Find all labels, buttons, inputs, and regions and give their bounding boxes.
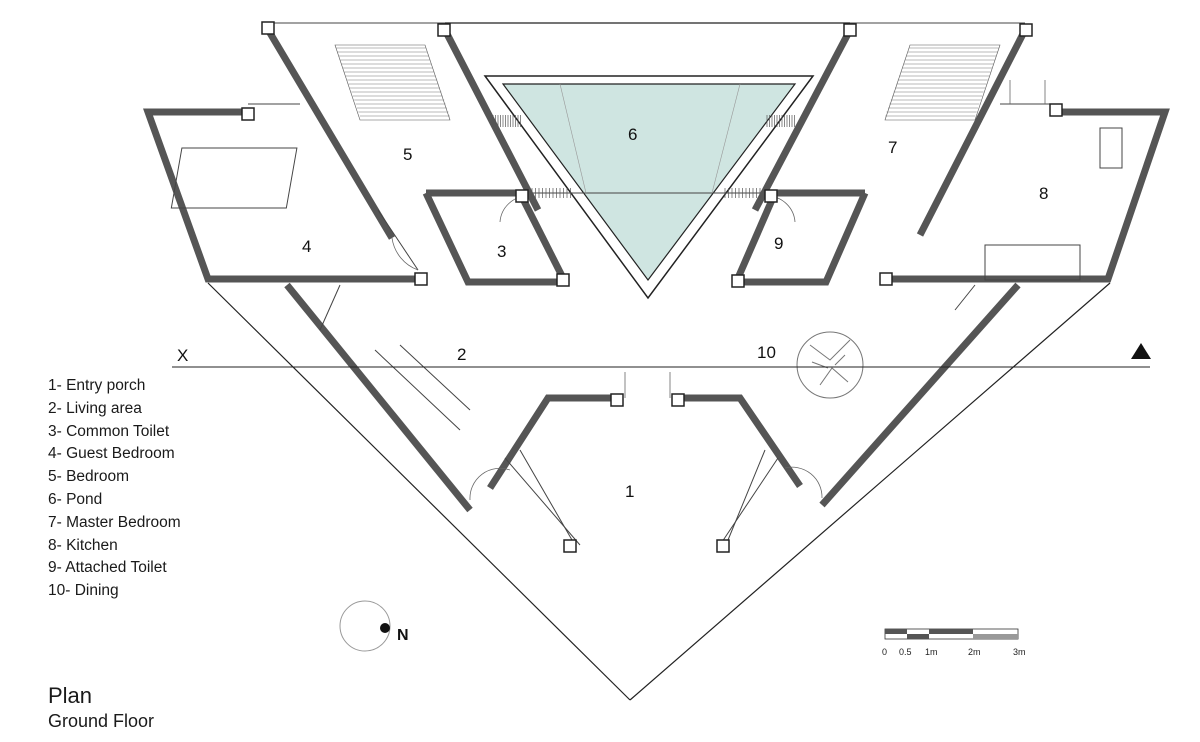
legend-item: 6- Pond [48, 490, 103, 508]
column [764, 189, 778, 203]
column [1019, 23, 1033, 37]
room-number-3: 3 [497, 242, 506, 261]
columns [241, 21, 1063, 553]
legend-item: 2- Living area [48, 399, 142, 417]
column [563, 539, 577, 553]
legend-item: 9- Attached Toilet [48, 559, 167, 577]
site-outline [207, 22, 1111, 701]
column [1049, 103, 1063, 117]
tree-symbol [796, 331, 864, 399]
legend-item: 1- Entry porch [48, 377, 146, 394]
column [731, 274, 745, 288]
room-number-8: 8 [1039, 184, 1048, 203]
section-marker-label: X [177, 346, 188, 365]
legend-item: 8- Kitchen [48, 536, 118, 554]
section-line: X [172, 343, 1151, 368]
room-number-9: 9 [774, 234, 783, 253]
scale-label-2m: 2m [968, 647, 981, 657]
room-number-7: 7 [888, 138, 897, 157]
compass-label: N [397, 627, 409, 644]
column [716, 539, 730, 553]
drawing-title-block: Plan Ground Floor [48, 683, 154, 733]
section-arrow-icon [1131, 343, 1151, 359]
column [414, 272, 428, 286]
scale-label-0: 0 [882, 647, 887, 657]
legend-item: 5- Bedroom [48, 468, 129, 486]
room-number-10: 10 [757, 343, 776, 362]
walls [143, 28, 1170, 513]
room-number-4: 4 [302, 237, 311, 256]
column [515, 189, 529, 203]
scale-bar: 0 0.5 1m 2m 3m [882, 628, 1026, 657]
room-number-5: 5 [403, 145, 412, 164]
room-number-2: 2 [457, 345, 466, 364]
stairs [334, 44, 1001, 198]
legend-item: 3- Common Toilet [48, 422, 170, 440]
room-legend: 1- Entry porch 2- Living area 3- Common … [48, 375, 181, 603]
scale-label-1m: 1m [925, 647, 938, 657]
column [241, 107, 255, 121]
legend-item: 7- Master Bedroom [48, 513, 181, 531]
north-compass: N [339, 600, 409, 652]
column [261, 21, 275, 35]
drawing-subtitle: Ground Floor [48, 711, 155, 731]
room-numbers: 1 2 3 4 5 6 7 8 9 10 [302, 125, 1048, 501]
legend-item: 10- Dining [48, 582, 119, 600]
column [556, 273, 570, 287]
column [843, 23, 857, 37]
north-point-icon [380, 623, 390, 633]
room-number-6: 6 [628, 125, 637, 144]
column [671, 393, 685, 407]
column [437, 23, 451, 37]
scale-label-3m: 3m [1013, 647, 1026, 657]
column [610, 393, 624, 407]
legend-item: 4- Guest Bedroom [48, 445, 175, 463]
scale-label-0-5: 0.5 [899, 647, 912, 657]
thin-lines [170, 22, 1123, 546]
room-number-1: 1 [625, 482, 634, 501]
column [879, 272, 893, 286]
drawing-title: Plan [48, 683, 93, 708]
pond [483, 75, 815, 300]
